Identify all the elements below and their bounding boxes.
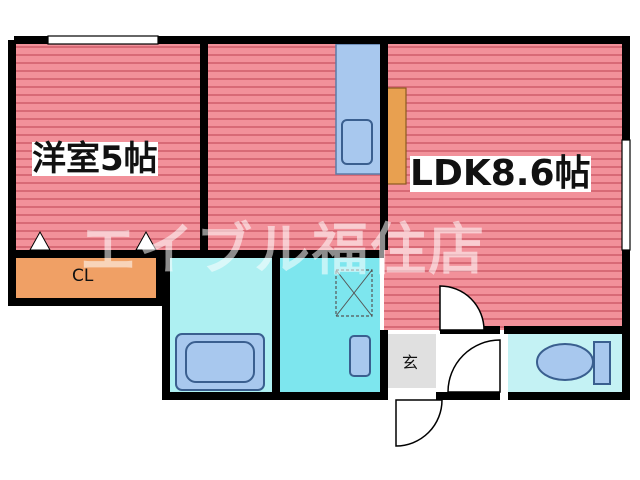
walls bbox=[8, 36, 630, 400]
entrance-label: 玄 bbox=[402, 353, 419, 372]
closet-door-left bbox=[29, 230, 51, 251]
door-swing-icon bbox=[395, 399, 443, 447]
entrance-floor bbox=[388, 334, 436, 388]
closet-label: CL bbox=[72, 266, 94, 286]
toilet-tank bbox=[593, 341, 611, 385]
kitchen-sink-icon bbox=[341, 119, 373, 165]
bathtub-inner bbox=[185, 341, 255, 383]
door-swing-icon bbox=[439, 285, 485, 331]
ldk-label: LDK8.6帖 bbox=[410, 153, 591, 194]
closet bbox=[14, 258, 160, 300]
toilet-icon bbox=[536, 343, 594, 381]
washing-machine-area bbox=[335, 269, 373, 317]
window-icon bbox=[621, 139, 631, 251]
window-icon bbox=[47, 35, 159, 45]
western-room-label: 洋室5帖 bbox=[32, 139, 158, 179]
closet-door-right bbox=[135, 230, 157, 251]
door-swing-icon bbox=[447, 339, 501, 393]
sink-icon bbox=[349, 335, 371, 377]
